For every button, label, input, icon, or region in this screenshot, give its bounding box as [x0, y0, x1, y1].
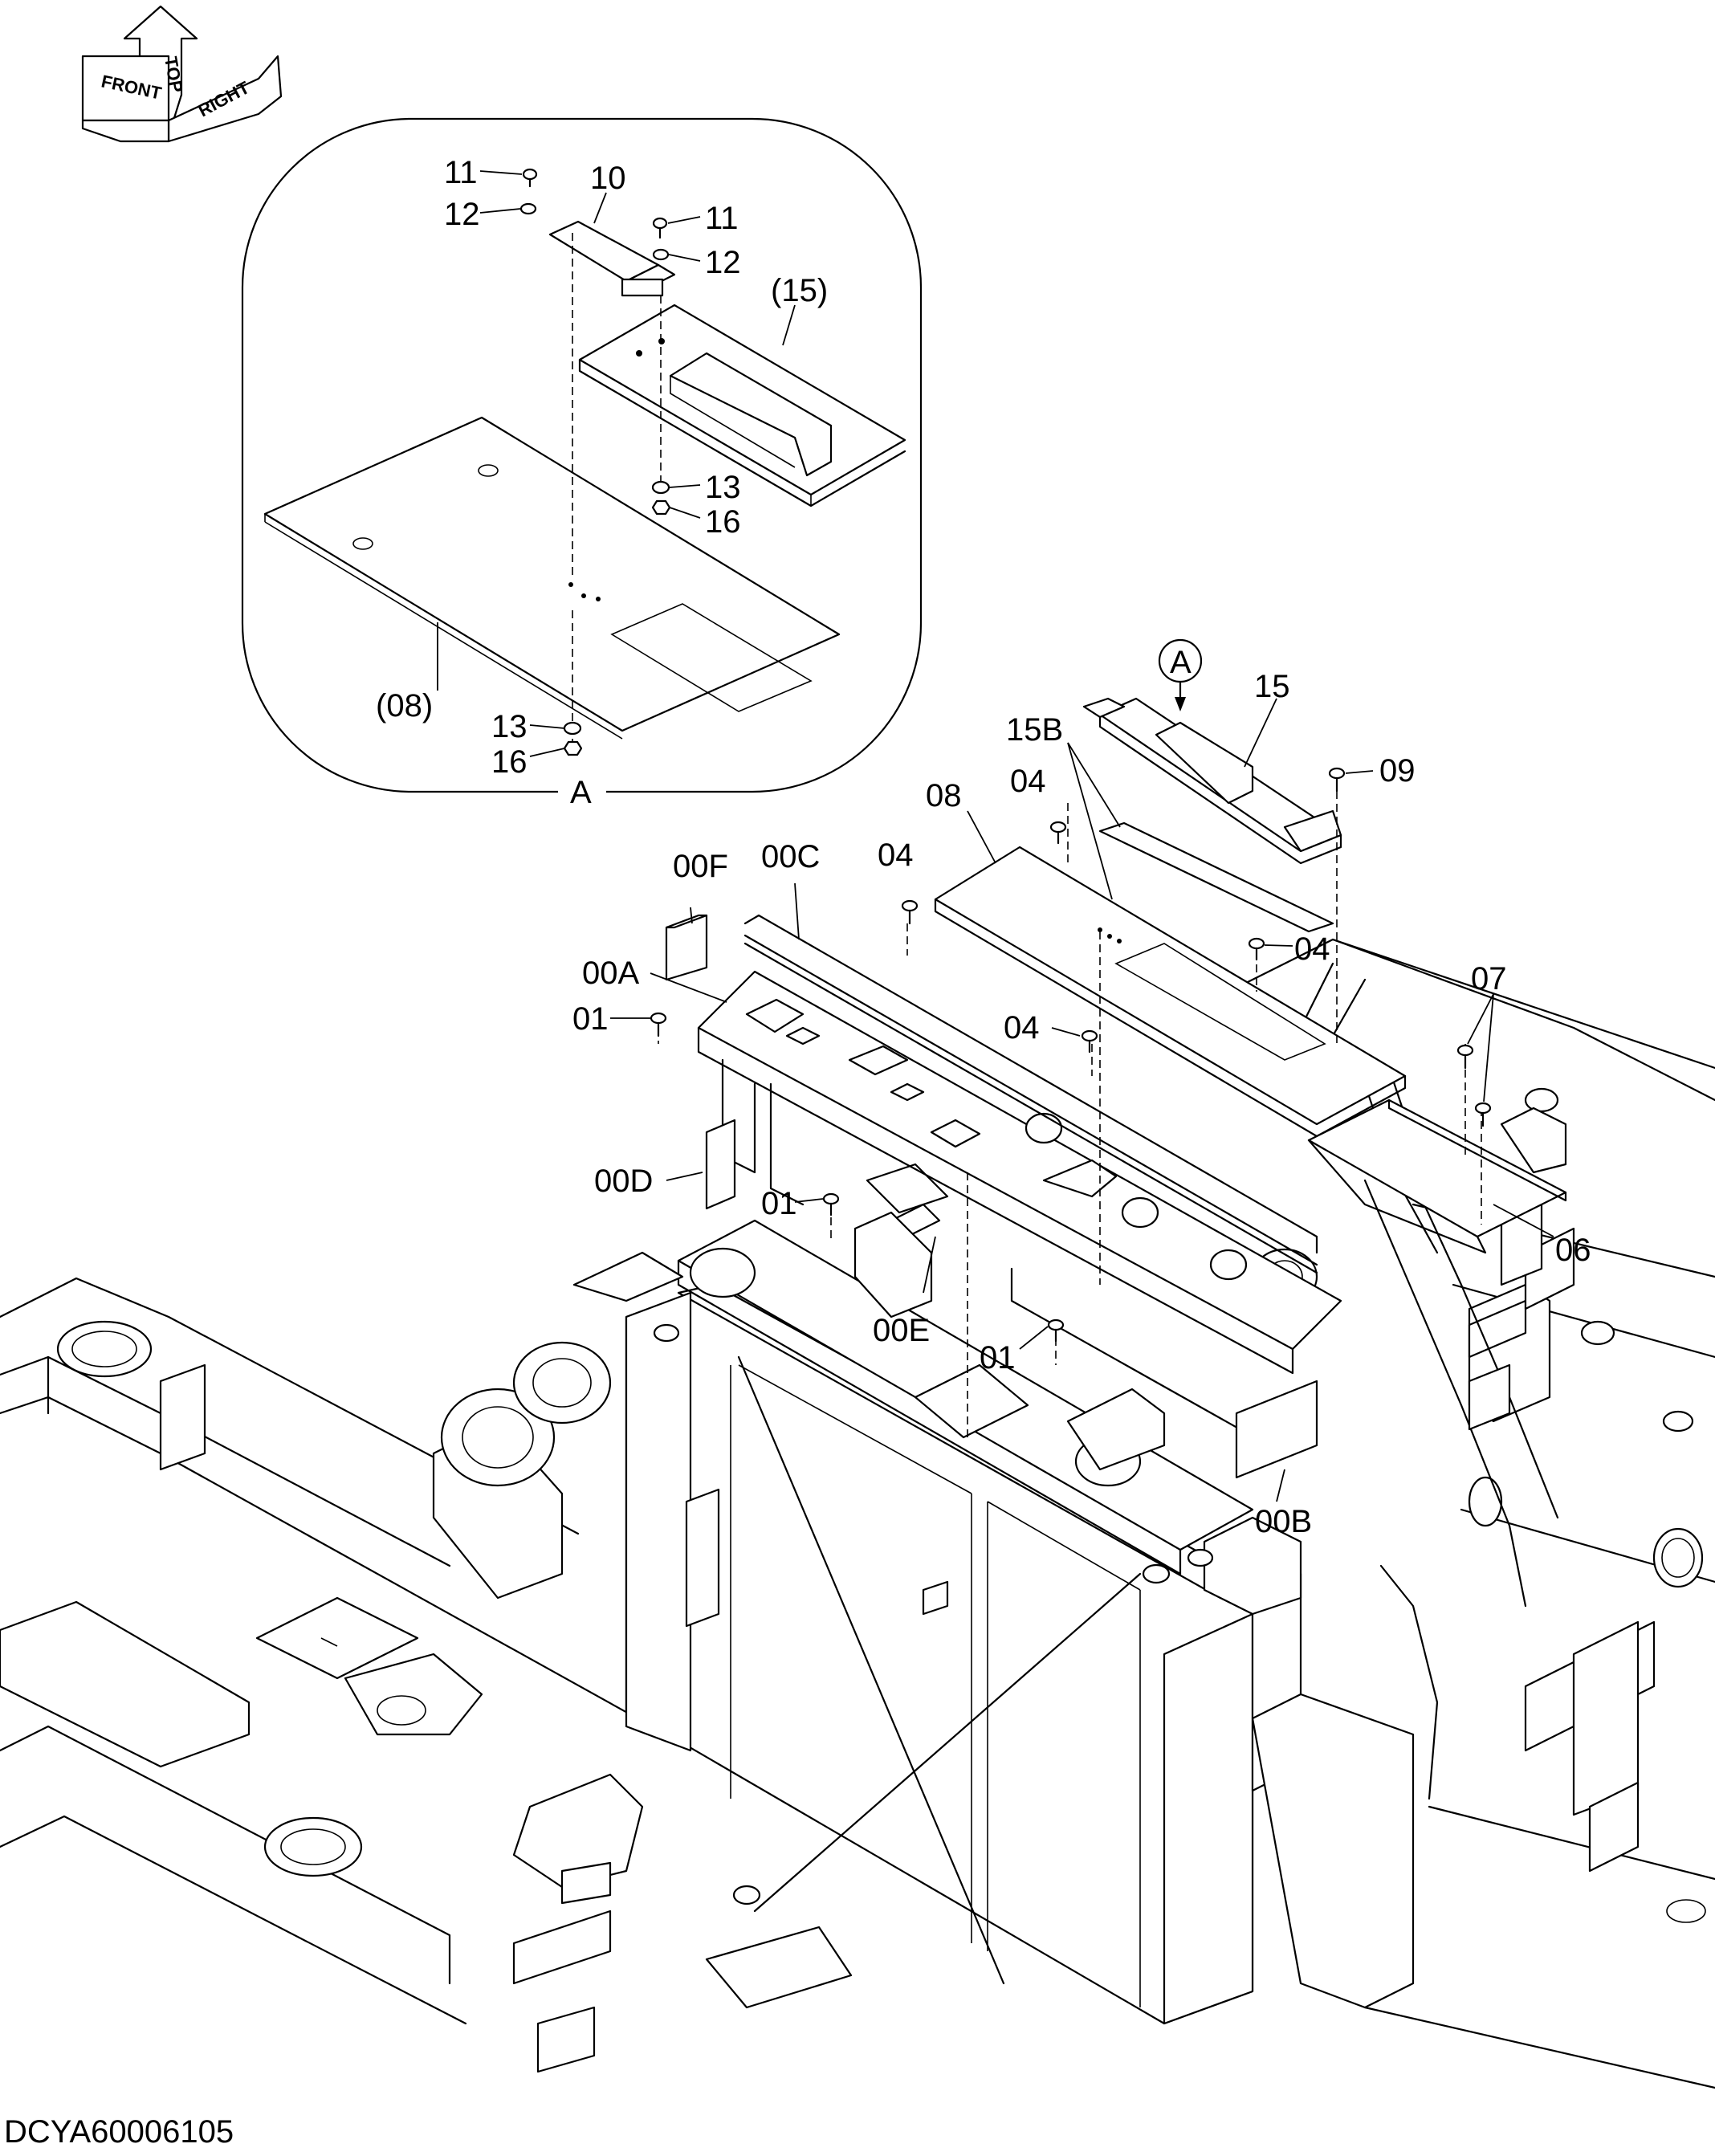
detail-view-a: 11 12 10 11 12 (15) 13 16 (08) 13 16 A	[241, 117, 923, 811]
detail-label-11a: 11	[444, 155, 478, 190]
radiator	[625, 1283, 1439, 2025]
label-00C: 00C	[761, 839, 820, 874]
detail-label-13b: 13	[491, 709, 528, 744]
detail-title: A	[570, 775, 592, 810]
part-00B	[1235, 1380, 1318, 1479]
main-assembly: A 15 15B 09 08 04 04 04 04 00F 00C 00A 0…	[0, 638, 1715, 2089]
bolt-04c	[1248, 937, 1265, 961]
detail-cover-08	[263, 416, 841, 732]
seal-15B	[1098, 821, 1334, 933]
detail-nut-16a	[651, 499, 671, 516]
detail-label-08: (08)	[376, 688, 433, 723]
label-00A: 00A	[582, 956, 639, 991]
bolt-04d	[1081, 1029, 1098, 1054]
part-00D	[705, 1119, 736, 1210]
label-06: 06	[1555, 1233, 1591, 1268]
bolt-07a	[1456, 1044, 1474, 1070]
detail-label-12b: 12	[705, 245, 741, 280]
label-01c: 01	[980, 1340, 1016, 1376]
drawing-id: DCYA60006105	[4, 2114, 234, 2150]
label-01b: 01	[761, 1186, 797, 1221]
label-00B: 00B	[1255, 1504, 1312, 1539]
detail-nut-16b	[563, 740, 583, 756]
detail-washer-13b	[563, 721, 582, 736]
cover-08-plate	[934, 846, 1407, 1126]
bolt-01c	[1047, 1318, 1065, 1343]
bolt-09	[1328, 767, 1346, 793]
left-frame	[0, 1277, 668, 2073]
label-00F: 00F	[673, 849, 728, 884]
label-04d: 04	[1004, 1010, 1040, 1045]
orientation-icon: FRONT TOP RIGHT	[81, 5, 283, 143]
label-00E: 00E	[873, 1313, 930, 1348]
bolt-01a	[650, 1012, 667, 1037]
label-08: 08	[926, 778, 962, 813]
label-04c: 04	[1294, 931, 1330, 967]
bolt-01b	[822, 1192, 840, 1217]
detail-label-10: 10	[590, 161, 626, 196]
detail-label-16a: 16	[705, 504, 741, 540]
detail-bolt-11b	[652, 217, 668, 239]
detail-washer-12a	[519, 202, 537, 215]
detail-bolt-11a	[522, 168, 538, 188]
detail-label-12a: 12	[444, 197, 480, 232]
part-00E	[853, 1211, 933, 1318]
rail-15	[1082, 697, 1342, 933]
label-07: 07	[1471, 961, 1507, 996]
seal-00C	[743, 914, 1318, 1274]
right-frame	[1171, 938, 1715, 2089]
label-01a: 01	[572, 1001, 609, 1037]
detail-washer-13a	[651, 480, 670, 495]
bolt-04b	[901, 899, 919, 925]
label-04b: 04	[878, 838, 914, 873]
bolt-04a	[1049, 821, 1067, 845]
callout-a-label: A	[1170, 645, 1192, 680]
label-15B: 15B	[1006, 712, 1063, 748]
label-15: 15	[1254, 669, 1290, 704]
detail-label-13a: 13	[705, 470, 741, 505]
detail-label-16b: 16	[491, 744, 528, 780]
bolt-07b	[1474, 1102, 1492, 1127]
label-00D: 00D	[594, 1164, 653, 1199]
detail-label-11b: 11	[705, 201, 739, 236]
detail-washer-12b	[652, 248, 670, 261]
label-04a: 04	[1010, 764, 1046, 799]
left-bracket	[572, 1251, 684, 1302]
detail-label-15: (15)	[771, 273, 828, 308]
label-09: 09	[1379, 753, 1416, 789]
cover-06	[1307, 1098, 1567, 1254]
